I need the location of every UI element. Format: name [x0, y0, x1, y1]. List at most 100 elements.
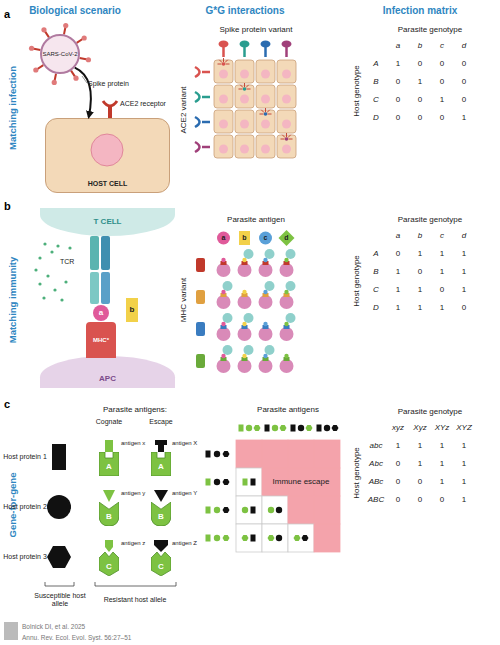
- genotype-label: d: [462, 42, 466, 51]
- mini-icon: [306, 425, 313, 431]
- genotype-label: a: [396, 42, 400, 51]
- mini-icon: [242, 507, 248, 513]
- parasite-antigen: [154, 540, 168, 552]
- infection-burst: [267, 110, 270, 113]
- column-header: G*G interactions: [206, 5, 285, 16]
- matrix-cell: 1: [396, 442, 400, 451]
- apc-icon: [259, 263, 273, 277]
- mini-icon: [206, 451, 211, 458]
- t-cell-icon: [244, 249, 254, 259]
- spike-variant: [243, 47, 246, 57]
- nucleus-icon: [219, 120, 228, 129]
- recognition-cell: [262, 524, 288, 552]
- mini-icon: [280, 425, 287, 431]
- nucleus-icon: [240, 145, 249, 154]
- genotype-label: XYz: [435, 424, 450, 433]
- matrix-cell: 0: [418, 114, 422, 123]
- spike-protein: [82, 35, 87, 40]
- t-cell-icon: [223, 281, 233, 291]
- mini-icon: [302, 535, 309, 541]
- protein-shape: [151, 452, 171, 476]
- cytokine: [53, 288, 56, 291]
- mini-icon: [317, 425, 322, 432]
- node-text: C: [158, 563, 164, 571]
- apc-icon: [259, 295, 273, 309]
- matrix-cell: 1: [396, 304, 400, 313]
- ace2-variant: [195, 67, 200, 77]
- mini-icon: [268, 535, 275, 541]
- matrix-cell: 0: [462, 304, 466, 313]
- bracket: [95, 582, 176, 586]
- matrix-cell: 1: [440, 442, 444, 451]
- spike-protein: [52, 80, 57, 85]
- antigen-icon: [263, 258, 267, 262]
- spike-variant: [285, 47, 288, 57]
- ace2-variant: [202, 96, 210, 99]
- mini-icon: [243, 479, 248, 486]
- infection-burst: [223, 58, 224, 62]
- t-cell-icon: [223, 313, 233, 323]
- antigen-letter: b: [242, 234, 246, 242]
- tcr-chain: [90, 272, 99, 304]
- row-title: Matching immunity: [8, 257, 18, 344]
- axis-title: Host genotype: [353, 65, 362, 117]
- genotype-label: A: [373, 60, 378, 69]
- antigen-icon: [284, 258, 288, 262]
- matrix-cell: 1: [396, 268, 400, 277]
- antigen-letter: a: [222, 234, 226, 242]
- protein-label: Host protein 3: [3, 553, 47, 561]
- panel-letter: c: [4, 398, 10, 410]
- antigen-label: antigen X: [172, 440, 197, 447]
- infection-burst: [268, 114, 272, 115]
- mini-icon: [298, 425, 304, 431]
- column-header: Biological scenario: [29, 5, 121, 16]
- host-cell-icon: [235, 135, 254, 158]
- apc-icon: [259, 359, 273, 373]
- recognition-cell: [262, 496, 288, 524]
- cytokine: [38, 256, 41, 259]
- matrix-cell: 1: [418, 250, 422, 259]
- cytokine: [42, 296, 45, 299]
- matrix-cell: 1: [440, 268, 444, 277]
- genotype-label: A: [373, 250, 378, 259]
- genotype-label: Xyz: [413, 424, 426, 433]
- infection-burst: [247, 89, 251, 90]
- mini-icon: [206, 507, 211, 514]
- antigen-letter: c: [264, 234, 268, 242]
- spike-variant: [240, 41, 250, 48]
- infection-burst: [240, 85, 243, 88]
- t-cell-icon: [286, 281, 296, 291]
- host-cell-icon: [277, 135, 296, 158]
- mini-icon: [276, 507, 282, 513]
- matrix-cell: 0: [418, 96, 422, 105]
- matrix-cell: 0: [418, 496, 422, 505]
- mini-icon: [223, 479, 230, 485]
- mhc-variant: [196, 290, 205, 304]
- cytokine: [60, 298, 63, 301]
- matrix-cell: 1: [462, 496, 466, 505]
- mini-icon: [332, 425, 339, 431]
- spike-contact: [222, 62, 226, 66]
- node-text: A: [158, 463, 164, 471]
- genotype-label: c: [440, 232, 444, 241]
- ace2-receptor: [103, 101, 117, 106]
- genotype-label: a: [396, 232, 400, 241]
- matrix-cell: 1: [440, 304, 444, 313]
- genotype-label: B: [373, 268, 378, 277]
- antigen-icon: [279, 230, 295, 246]
- apc-icon: [280, 359, 294, 373]
- matrix-cell: 1: [462, 442, 466, 451]
- protein-shape: [99, 452, 119, 476]
- infection-burst: [226, 64, 230, 65]
- allele-label: Susceptible host allele: [33, 592, 88, 607]
- apc-icon: [280, 327, 294, 341]
- apc-icon: [280, 295, 294, 309]
- node-text: B: [106, 513, 112, 521]
- host-cell-icon: [256, 110, 275, 133]
- protein-shape: [99, 502, 119, 526]
- cytokine: [43, 242, 46, 245]
- host-protein: [47, 546, 71, 568]
- t-cell-icon: [265, 281, 275, 291]
- nucleus: [91, 134, 123, 166]
- matrix-cell: 0: [396, 96, 400, 105]
